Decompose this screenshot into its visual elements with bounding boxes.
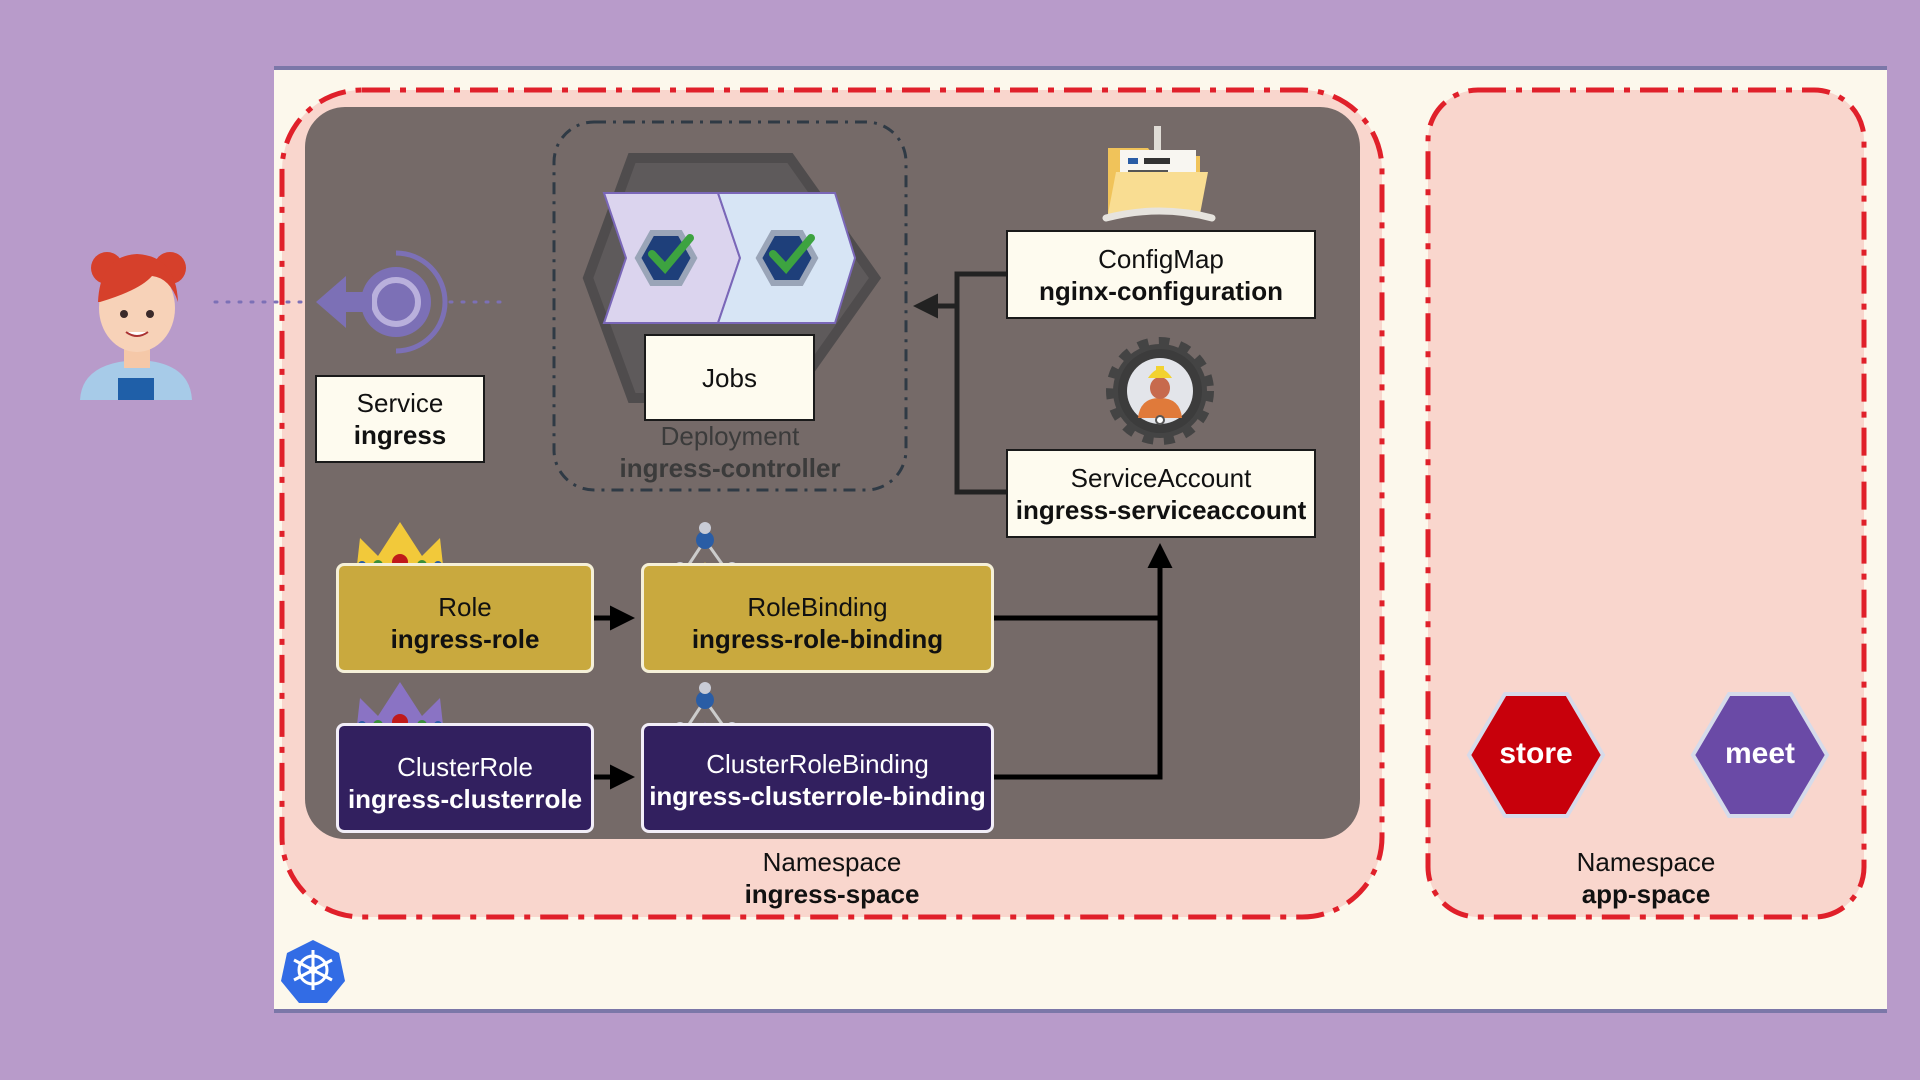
store-hexagon [1466, 692, 1606, 818]
pod-check-icon [716, 192, 857, 324]
service-account-icon [1106, 337, 1214, 445]
serviceaccount-name: ingress-serviceaccount [1015, 494, 1307, 525]
meet-app[interactable]: meet [1724, 737, 1796, 770]
namespace-app-kind: Namespace [1576, 847, 1716, 877]
service-name: ingress [353, 420, 447, 450]
deployment-kind: Deployment [660, 421, 800, 451]
service-icon [316, 250, 448, 354]
clusterrole-name: ingress-clusterrole [347, 784, 583, 814]
namespace-ingress-name: ingress-space [744, 879, 920, 909]
connector-clusterrolebinding-serviceaccount [991, 543, 1173, 780]
service-box[interactable]: Service ingress [315, 375, 485, 463]
role-box[interactable]: Role ingress-role [336, 563, 594, 673]
user-avatar-icon [80, 252, 192, 400]
clusterrole-box[interactable]: ClusterRole ingress-clusterrole [336, 723, 594, 833]
namespace-app-label: Namespace app-space [1446, 846, 1846, 910]
connector-serviceaccount-deployment [954, 306, 1008, 495]
rolebinding-name: ingress-role-binding [691, 624, 944, 654]
store-app[interactable]: store [1499, 737, 1573, 770]
rolebinding-kind: RoleBinding [747, 592, 888, 622]
jobs-label: Jobs [702, 362, 757, 393]
rolebinding-box[interactable]: RoleBinding ingress-role-binding [641, 563, 994, 673]
role-kind: Role [438, 592, 492, 622]
configmap-kind: ConfigMap [1098, 243, 1224, 274]
role-name: ingress-role [390, 624, 540, 654]
kubernetes-logo-icon [281, 940, 345, 1003]
clusterrolebinding-name: ingress-clusterrole-binding [649, 781, 986, 811]
serviceaccount-box[interactable]: ServiceAccount ingress-serviceaccount [1006, 449, 1316, 538]
deployment-label: Deployment ingress-controller [590, 418, 870, 486]
configmap-name: nginx-configuration [1038, 275, 1284, 306]
deployment-boundary [552, 120, 908, 492]
namespace-ingress-kind: Namespace [762, 847, 902, 877]
serviceaccount-kind: ServiceAccount [1070, 462, 1252, 493]
clusterrole-kind: ClusterRole [397, 752, 533, 782]
folder-config-icon [1102, 126, 1216, 222]
configmap-box[interactable]: ConfigMap nginx-configuration [1006, 230, 1316, 319]
namespace-app-name: app-space [1581, 879, 1711, 909]
namespace-ingress-label: Namespace ingress-space [632, 846, 1032, 910]
deployment-name: ingress-controller [619, 453, 841, 483]
meet-hexagon [1690, 692, 1830, 818]
clusterrolebinding-box[interactable]: ClusterRoleBinding ingress-clusterrole-b… [641, 723, 994, 833]
jobs-box[interactable]: Jobs [644, 334, 815, 421]
connector-configmap-deployment [913, 271, 1008, 319]
service-kind: Service [356, 388, 444, 418]
clusterrolebinding-kind: ClusterRoleBinding [706, 749, 929, 779]
